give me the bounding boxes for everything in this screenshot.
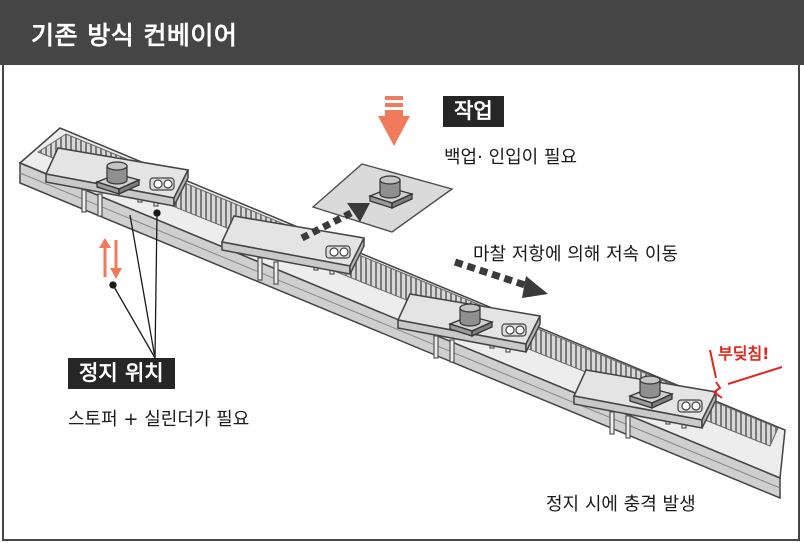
work-down-arrow xyxy=(378,96,410,146)
page-title: 기존 방식 컨베이어 xyxy=(31,21,238,50)
move-description: 마찰 저항에 의해 저속 이동 xyxy=(473,244,679,265)
stop-leader-lines xyxy=(109,209,161,359)
content-frame xyxy=(2,65,800,541)
bump-warning: 부딪침! xyxy=(718,344,770,363)
move-arrow-friction xyxy=(453,258,548,298)
stop-tag: 정지 위치 xyxy=(68,358,175,389)
bump-warning-marks xyxy=(709,349,783,399)
impact-description: 정지 시에 충격 발생 xyxy=(546,494,696,515)
updown-arrow xyxy=(99,238,122,279)
work-tag: 작업 xyxy=(443,96,504,127)
stop-description: 스토퍼 + 실린더가 필요 xyxy=(68,409,250,430)
header-bar: 기존 방식 컨베이어 xyxy=(0,0,804,65)
move-arrow-to-work xyxy=(300,203,370,242)
work-description: 백업· 인입이 필요 xyxy=(444,147,578,168)
